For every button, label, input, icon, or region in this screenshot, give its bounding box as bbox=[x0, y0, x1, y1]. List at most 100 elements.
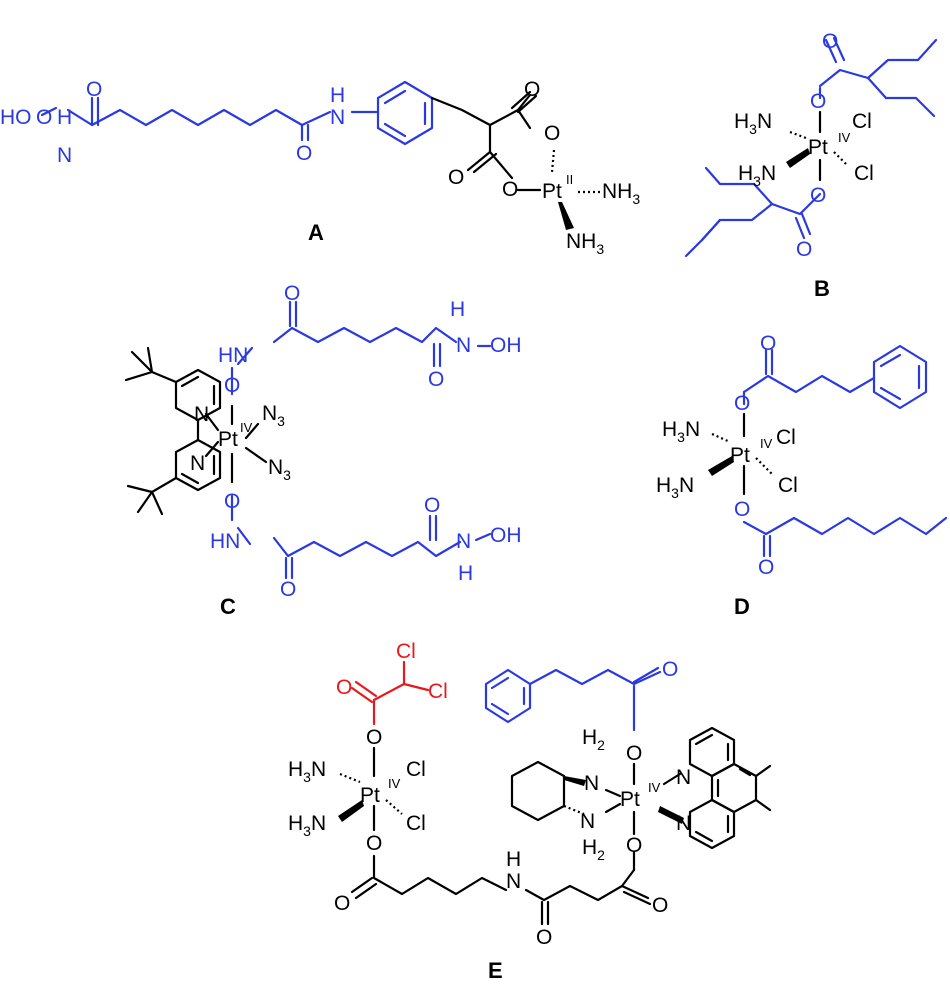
svg-text:O: O bbox=[502, 178, 518, 201]
svg-text:O: O bbox=[810, 90, 826, 113]
compound-e-dichloroacetate bbox=[350, 660, 430, 726]
svg-text:O: O bbox=[758, 556, 774, 579]
svg-text:Pt: Pt bbox=[620, 788, 640, 811]
compound-a-hydroxamate-chain bbox=[40, 96, 332, 142]
svg-text:IV: IV bbox=[838, 130, 851, 145]
svg-text:O: O bbox=[652, 894, 668, 917]
svg-text:N: N bbox=[330, 106, 345, 129]
svg-text:O: O bbox=[734, 498, 750, 521]
compound-b-platinum-center: Pt IV bbox=[786, 110, 851, 182]
compound-a-malonate bbox=[430, 90, 556, 192]
compound-label-b: B bbox=[814, 276, 830, 301]
svg-text:H2: H2 bbox=[582, 836, 605, 863]
svg-text:Cl: Cl bbox=[778, 474, 798, 497]
compound-e-pt-cisplatin-center: Pt IV bbox=[338, 746, 403, 832]
svg-text:O: O bbox=[428, 368, 444, 391]
compound-a: HO O H N O O H N O O O bbox=[0, 78, 640, 257]
compound-d-platinum-center: Pt IV bbox=[708, 412, 773, 496]
compound-e-pt-dach-center: Pt IV bbox=[604, 762, 684, 836]
compound-e: Cl Cl O O Pt IV H3N H3N Cl Cl O bbox=[288, 640, 772, 983]
svg-text:IV: IV bbox=[388, 776, 401, 791]
svg-text:IV: IV bbox=[240, 420, 253, 435]
svg-text:N3: N3 bbox=[268, 456, 291, 483]
svg-text:H3N: H3N bbox=[288, 758, 326, 785]
svg-text:Cl: Cl bbox=[396, 640, 416, 663]
svg-text:O: O bbox=[524, 78, 540, 101]
compound-c-bipyridine bbox=[124, 346, 222, 516]
svg-text:H3N: H3N bbox=[656, 474, 694, 501]
svg-text:Pt: Pt bbox=[360, 784, 380, 807]
svg-text:Cl: Cl bbox=[428, 680, 448, 703]
compound-d-phenylbutyrate bbox=[742, 344, 928, 410]
svg-text:OH: OH bbox=[490, 334, 522, 357]
svg-text:Pt: Pt bbox=[730, 444, 750, 467]
svg-text:H: H bbox=[57, 106, 72, 129]
svg-text:HN: HN bbox=[210, 530, 240, 553]
svg-text:O: O bbox=[424, 494, 440, 517]
svg-text:H2: H2 bbox=[582, 726, 605, 753]
svg-text:O: O bbox=[734, 392, 750, 415]
compound-a-benzene-ring bbox=[350, 80, 434, 146]
svg-text:H: H bbox=[330, 84, 345, 107]
svg-text:Cl: Cl bbox=[776, 426, 796, 449]
svg-text:O: O bbox=[284, 282, 300, 305]
svg-text:N: N bbox=[194, 403, 209, 426]
svg-text:O: O bbox=[626, 834, 642, 857]
svg-text:O: O bbox=[626, 742, 642, 765]
compound-e-cyclohexane bbox=[510, 760, 586, 822]
svg-text:H3N: H3N bbox=[662, 418, 700, 445]
svg-text:HO: HO bbox=[0, 106, 32, 129]
compound-e-linker bbox=[350, 850, 652, 926]
svg-text:H3N: H3N bbox=[288, 812, 326, 839]
svg-text:O: O bbox=[760, 332, 776, 355]
compound-a-platinum-center: Pt II bbox=[542, 172, 600, 230]
svg-text:O: O bbox=[662, 658, 678, 681]
compound-b: O O O O Pt IV H3N H3N Cl Cl B bbox=[684, 30, 938, 301]
svg-text:O: O bbox=[296, 142, 312, 165]
svg-text:O: O bbox=[224, 490, 240, 513]
compound-d: O O Pt IV H3N H3N Cl Cl O O D bbox=[656, 332, 948, 619]
svg-text:N: N bbox=[584, 772, 599, 795]
svg-text:O: O bbox=[822, 30, 838, 53]
svg-text:O: O bbox=[796, 238, 812, 261]
svg-text:N: N bbox=[506, 870, 521, 893]
compound-b-axial-ligands bbox=[684, 36, 938, 258]
svg-text:H3N: H3N bbox=[734, 110, 772, 137]
svg-text:O: O bbox=[366, 832, 382, 855]
svg-text:N: N bbox=[57, 144, 72, 167]
svg-text:H3N: H3N bbox=[738, 162, 776, 189]
compound-c: N N Pt IV N3 N3 bbox=[124, 282, 522, 619]
svg-text:O: O bbox=[336, 676, 352, 699]
svg-text:Pt: Pt bbox=[808, 136, 828, 159]
svg-text:H: H bbox=[458, 562, 473, 585]
compound-label-a: A bbox=[308, 220, 324, 245]
svg-text:H: H bbox=[450, 298, 465, 321]
svg-text:N3: N3 bbox=[262, 402, 285, 429]
svg-text:O: O bbox=[536, 926, 552, 949]
svg-text:Pt: Pt bbox=[218, 428, 238, 451]
svg-text:Cl: Cl bbox=[852, 110, 872, 133]
svg-text:Cl: Cl bbox=[406, 812, 426, 835]
svg-text:N: N bbox=[456, 530, 471, 553]
compound-label-e: E bbox=[488, 958, 503, 983]
svg-text:Pt: Pt bbox=[542, 180, 562, 203]
compound-e-phenylbutyrate bbox=[484, 666, 662, 732]
svg-text:Cl: Cl bbox=[854, 162, 874, 185]
compound-label-d: D bbox=[734, 594, 750, 619]
svg-text:N: N bbox=[676, 766, 691, 789]
svg-text:O: O bbox=[224, 374, 240, 397]
svg-text:NH3: NH3 bbox=[566, 230, 604, 257]
svg-text:O: O bbox=[366, 726, 382, 749]
svg-text:II: II bbox=[566, 172, 573, 187]
svg-text:O: O bbox=[810, 184, 826, 207]
svg-text:O: O bbox=[36, 106, 52, 129]
svg-text:N: N bbox=[190, 452, 205, 475]
svg-text:N: N bbox=[456, 334, 471, 357]
svg-text:O: O bbox=[448, 166, 464, 189]
svg-text:N: N bbox=[580, 810, 595, 833]
svg-text:H: H bbox=[506, 848, 521, 871]
svg-text:O: O bbox=[280, 578, 296, 601]
svg-text:IV: IV bbox=[648, 780, 661, 795]
